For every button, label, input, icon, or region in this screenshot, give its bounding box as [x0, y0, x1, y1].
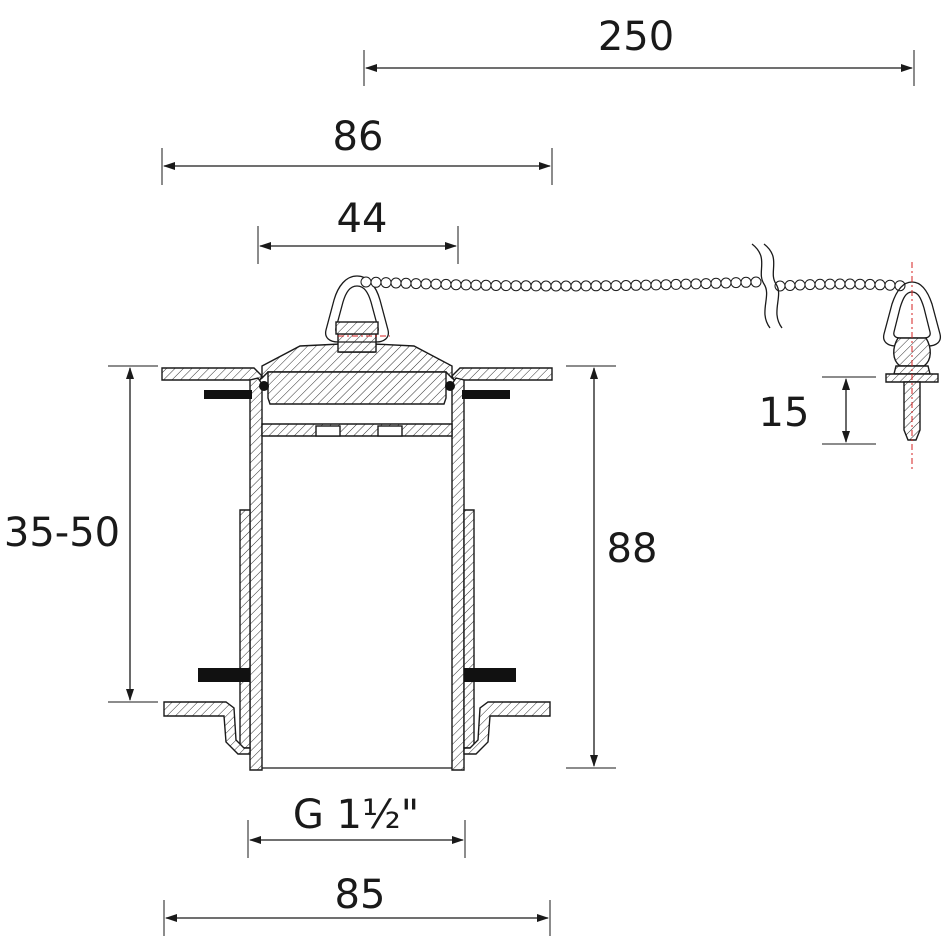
chain-bead — [440, 278, 452, 290]
chain-bead — [450, 279, 462, 291]
chain-bead — [570, 280, 582, 292]
overall-height-label: 88 — [607, 526, 658, 572]
chain-bead — [520, 280, 532, 292]
chain-bead — [650, 279, 662, 291]
chain-bead — [590, 280, 602, 292]
chain-bead — [720, 277, 732, 289]
bottom-right-gasket — [464, 668, 516, 682]
plug-width-label: 44 — [337, 196, 388, 242]
chain-bead — [390, 277, 402, 289]
chain-bead — [550, 280, 562, 292]
chain-bead — [854, 278, 866, 290]
plug — [259, 275, 455, 405]
chain-bead — [610, 280, 622, 292]
chain-bead — [740, 276, 752, 288]
chain-bead — [530, 280, 542, 292]
peg-length-label: 15 — [759, 390, 810, 436]
top-left-gasket — [204, 390, 252, 399]
dimension-overall-height: 88 — [566, 365, 658, 769]
chain-break-mark — [751, 243, 783, 329]
chain-bead — [560, 280, 572, 292]
chain-bead — [804, 279, 816, 291]
chain-bead — [630, 279, 642, 291]
chain-bead — [844, 278, 856, 290]
chain-bead — [470, 279, 482, 291]
chain-bead — [600, 280, 612, 292]
chain-bead — [680, 278, 692, 290]
chain-bead — [834, 278, 846, 290]
chain-bead — [640, 279, 652, 291]
chain-stay-peg — [882, 262, 942, 470]
chain-bead — [700, 278, 712, 290]
base-width-label: 85 — [335, 872, 386, 918]
chain-bead — [510, 280, 522, 292]
chain-bead — [824, 278, 836, 290]
chain-bead — [794, 279, 806, 291]
chain-bead — [750, 276, 762, 288]
dimension-chain-length: 250 — [363, 14, 915, 86]
chain-bead — [460, 279, 472, 291]
chain-bead — [430, 278, 442, 290]
chain-bead — [480, 279, 492, 291]
chain-bead — [874, 279, 886, 291]
dimension-flange-width: 86 — [161, 114, 553, 185]
chain-bead — [410, 278, 422, 290]
bead-chain — [360, 276, 906, 292]
chain-bead — [730, 277, 742, 289]
chain-bead — [690, 278, 702, 290]
waste-body — [161, 367, 553, 771]
chain-bead — [360, 276, 372, 288]
dimension-plug-width: 44 — [257, 196, 459, 264]
chain-bead — [660, 279, 672, 291]
chain-bead — [710, 277, 722, 289]
dimension-thickness-range: 35-50 — [4, 365, 158, 703]
chain-bead — [814, 278, 826, 290]
thickness-range-label: 35-50 — [4, 510, 120, 556]
chain-bead — [784, 280, 796, 291]
chain-bead — [670, 278, 682, 290]
chain-bead — [400, 277, 412, 289]
dimension-thread-size: G 1½" — [247, 792, 466, 858]
chain-bead — [580, 280, 592, 292]
chain-bead — [884, 279, 896, 291]
chain-bead — [420, 278, 432, 290]
top-right-gasket — [462, 390, 510, 399]
chain-bead — [540, 280, 552, 292]
chain-bead — [370, 276, 382, 288]
chain-bead — [864, 278, 876, 290]
chain-bead — [490, 280, 502, 291]
chain-length-label: 250 — [598, 14, 674, 60]
thread-size-label: G 1½" — [293, 792, 419, 838]
chain-bead — [620, 280, 632, 291]
dimension-peg-length: 15 — [759, 376, 876, 445]
chain-bead — [380, 277, 392, 289]
chain-bead — [894, 280, 906, 292]
bottom-left-gasket — [198, 668, 250, 682]
flange-width-label: 86 — [333, 114, 384, 160]
dimension-base-width: 85 — [163, 872, 551, 936]
chain-bead — [500, 280, 512, 292]
